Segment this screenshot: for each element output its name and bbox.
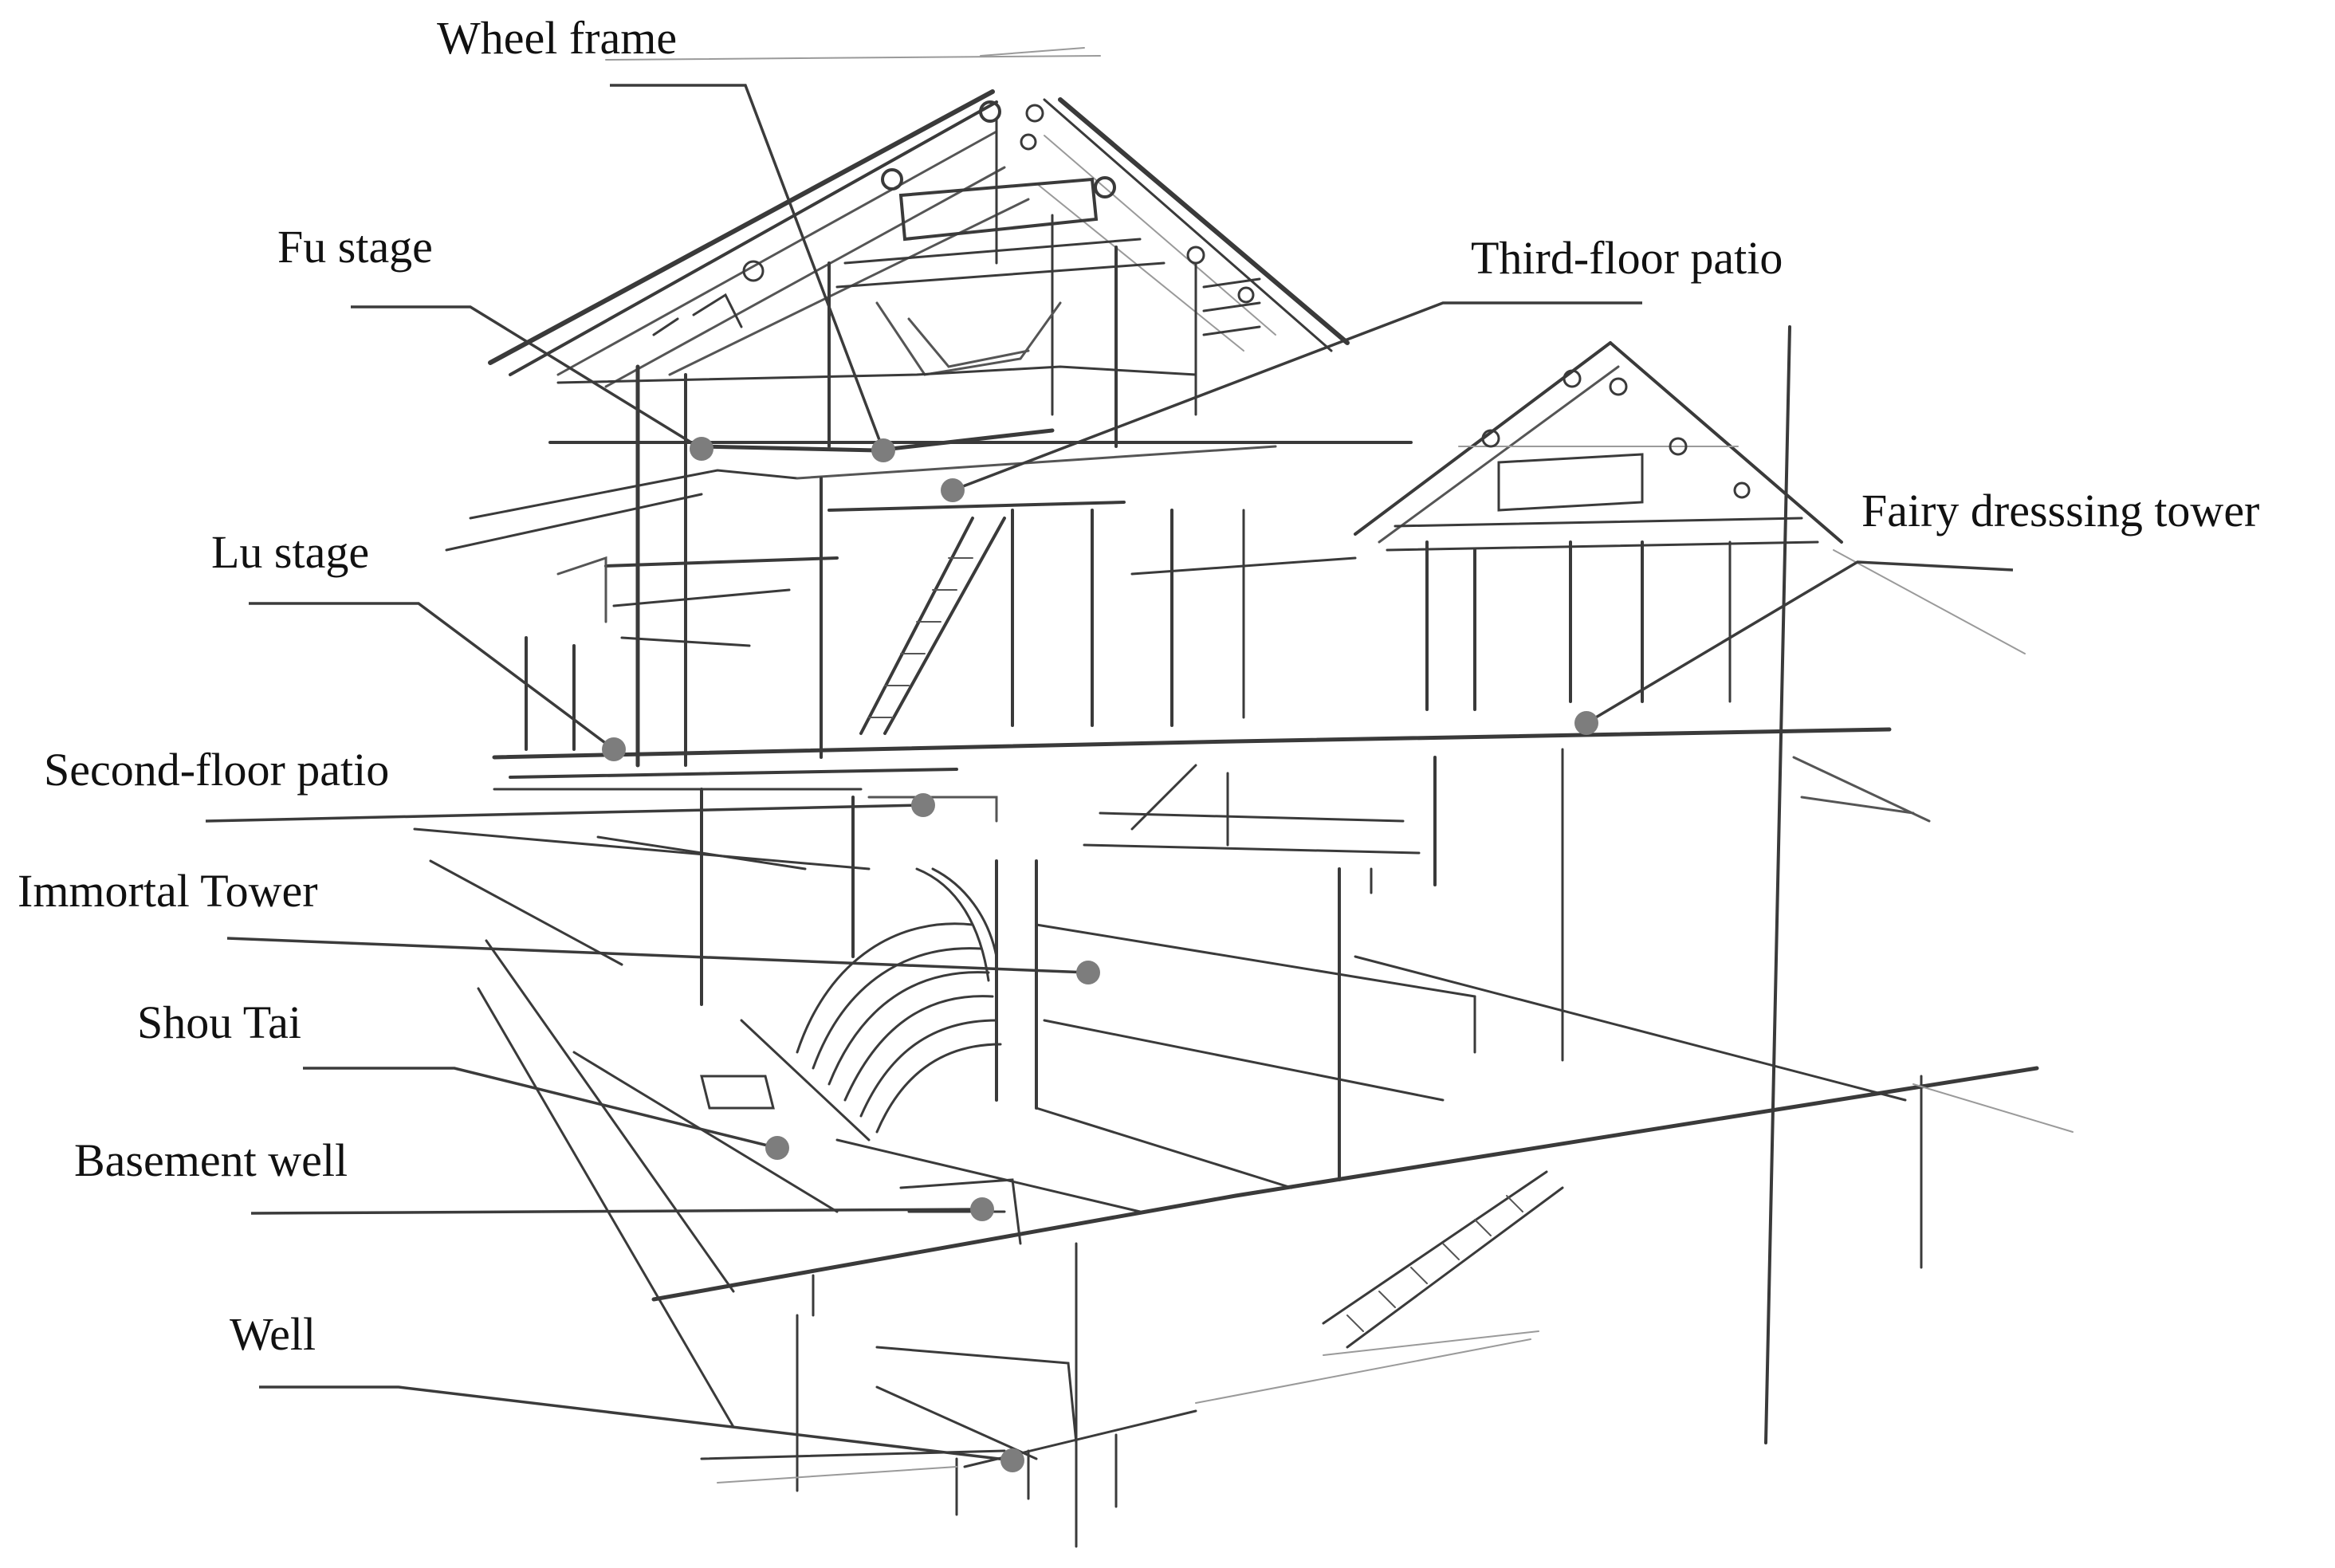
second-floor-patio-marker xyxy=(911,793,935,817)
well-leader xyxy=(259,1385,1013,1462)
second-floor-patio-leader xyxy=(205,804,924,823)
fairy-dressing-tower-leader xyxy=(1586,560,2014,725)
immortal-tower-leader xyxy=(226,937,1089,974)
right-roof xyxy=(1354,341,2026,711)
immortal-tower-marker xyxy=(1076,961,1100,984)
wheel-frame-marker xyxy=(871,438,895,462)
label-well: Well xyxy=(230,1308,316,1360)
label-fu-stage: Fu stage xyxy=(277,221,433,273)
label-lu-stage: Lu stage xyxy=(211,526,369,578)
building-sketch xyxy=(413,47,2074,1548)
fu-stage-marker xyxy=(690,437,713,461)
label-second-floor-patio: Second-floor patio xyxy=(44,744,389,796)
callouts xyxy=(205,84,2014,1472)
basement-well-marker xyxy=(970,1197,994,1221)
shou-tai-leader xyxy=(303,1067,778,1149)
lu-stage-leader xyxy=(249,602,615,751)
fairy-dressing-tower-marker xyxy=(1574,711,1598,735)
label-wheel-frame: Wheel frame xyxy=(437,12,677,64)
second-floor-structure xyxy=(492,727,1931,1062)
fu-stage-leader xyxy=(351,305,702,450)
label-immortal-tower: Immortal Tower xyxy=(18,865,318,917)
main-roof xyxy=(488,47,1350,448)
lu-stage-marker xyxy=(602,737,626,761)
labels: Wheel frame Fu stage Third-floor patio F… xyxy=(18,12,2259,1360)
shou-tai-marker xyxy=(765,1136,789,1160)
basement-well-leader xyxy=(250,1208,983,1215)
third-floor-patio-leader xyxy=(952,301,1642,492)
label-shou-tai: Shou Tai xyxy=(137,996,301,1048)
label-fairy-dressing-tower: Fairy dresssing tower xyxy=(1861,485,2259,536)
wheel-frame-leader xyxy=(610,84,885,451)
lower-structure xyxy=(413,325,2074,1548)
third-floor-patio-marker xyxy=(941,478,965,502)
well-marker xyxy=(1000,1448,1024,1472)
label-basement-well: Basement well xyxy=(74,1134,348,1186)
third-floor-structure xyxy=(445,364,1413,768)
label-third-floor-patio: Third-floor patio xyxy=(1471,232,1783,284)
